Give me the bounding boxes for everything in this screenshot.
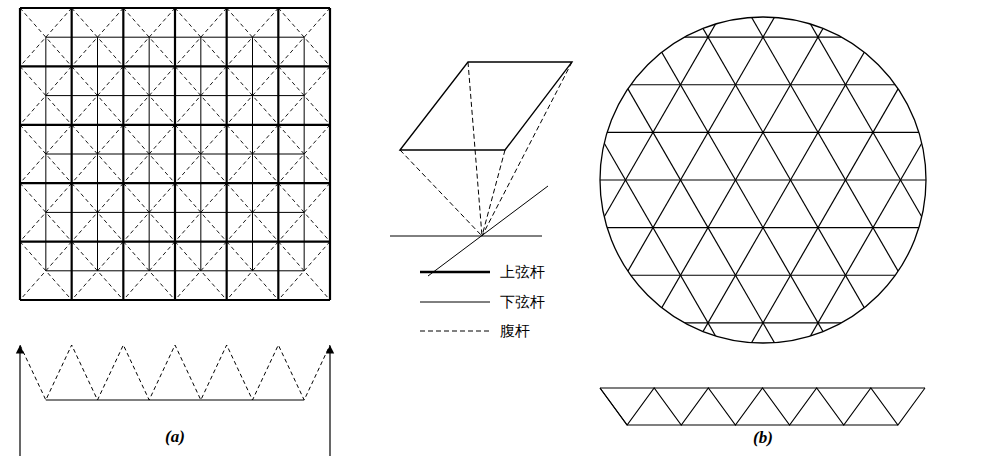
- figure-label: (b): [753, 428, 773, 448]
- legend-label: 下弦杆: [500, 293, 545, 311]
- plan-a: [20, 8, 330, 300]
- elevation-b: [600, 388, 925, 425]
- legend-label: 上弦杆: [500, 263, 545, 281]
- legend-label: 腹杆: [500, 322, 530, 340]
- elevation-a: [20, 345, 330, 456]
- pyramid-unit: [390, 62, 572, 276]
- figure-label: (a): [165, 427, 185, 447]
- legend-samples: [420, 272, 490, 331]
- plan-b: [151, 0, 984, 461]
